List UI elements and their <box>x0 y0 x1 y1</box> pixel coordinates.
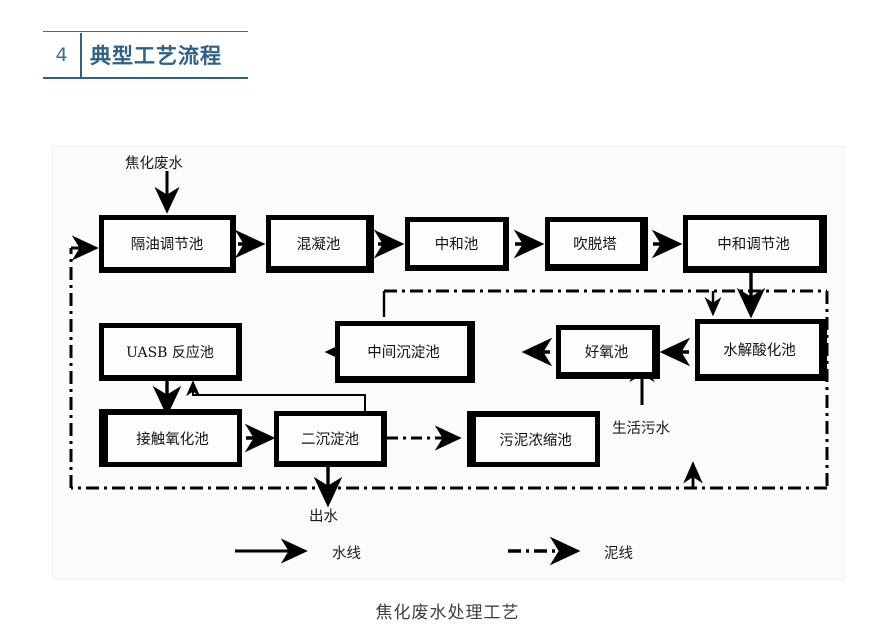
node-sludge-thickening-tank[interactable]: 污泥浓缩池 <box>467 411 600 467</box>
page-title: 典型工艺流程 <box>90 44 222 68</box>
node-contact-oxidation-tank[interactable]: 接触氧化池 <box>99 409 242 467</box>
header-bottom-rule <box>43 77 248 79</box>
node-stripping-tower[interactable]: 吹脱塔 <box>545 217 648 271</box>
node-label: 污泥浓缩池 <box>476 417 595 462</box>
node-label: 吹脱塔 <box>550 222 640 264</box>
figure-caption: 焦化废水处理工艺 <box>375 603 520 623</box>
header-top-rule <box>43 31 248 32</box>
node-label: 混凝池 <box>271 220 366 266</box>
section-number: 4 <box>55 44 68 66</box>
node-label: 接触氧化池 <box>108 415 237 462</box>
node-label: 好氧池 <box>561 330 652 372</box>
header-divider <box>80 33 82 77</box>
node-intermediate-sedimentation-tank[interactable]: 中间沉淀池 <box>335 321 475 383</box>
process-flow-diagram: 隔油调节池 混凝池 中和池 吹脱塔 中和调节池 UASB 反应池 中间沉淀池 好… <box>52 146 845 580</box>
node-hydrolysis-acidification-tank[interactable]: 水解酸化池 <box>695 319 827 381</box>
node-neutralization-regulation-tank[interactable]: 中和调节池 <box>683 215 827 273</box>
section-header: 4 典型工艺流程 <box>43 31 248 79</box>
node-coagulation-tank[interactable]: 混凝池 <box>266 215 374 273</box>
influent-label: 焦化废水 <box>125 156 183 172</box>
node-label: 二沉淀池 <box>279 416 381 461</box>
legend-sludge-line-label: 泥线 <box>604 546 633 562</box>
node-label: UASB 反应池 <box>104 328 236 375</box>
node-label: 中和调节池 <box>688 220 819 266</box>
node-oil-separation-regulation-tank[interactable]: 隔油调节池 <box>99 215 236 273</box>
node-label: 水解酸化池 <box>700 324 819 374</box>
node-aerobic-tank[interactable]: 好氧池 <box>556 325 660 379</box>
node-secondary-sedimentation-tank[interactable]: 二沉淀池 <box>274 411 387 467</box>
legend-water-line-label: 水线 <box>332 546 361 562</box>
node-label: 隔油调节池 <box>104 220 230 267</box>
node-label: 中间沉淀池 <box>340 326 467 376</box>
node-label: 中和池 <box>410 222 503 265</box>
node-uasb-reactor[interactable]: UASB 反应池 <box>99 323 242 381</box>
node-neutralization-tank[interactable]: 中和池 <box>405 217 509 271</box>
domestic-sewage-label: 生活污水 <box>612 421 670 437</box>
effluent-label: 出水 <box>309 509 338 525</box>
